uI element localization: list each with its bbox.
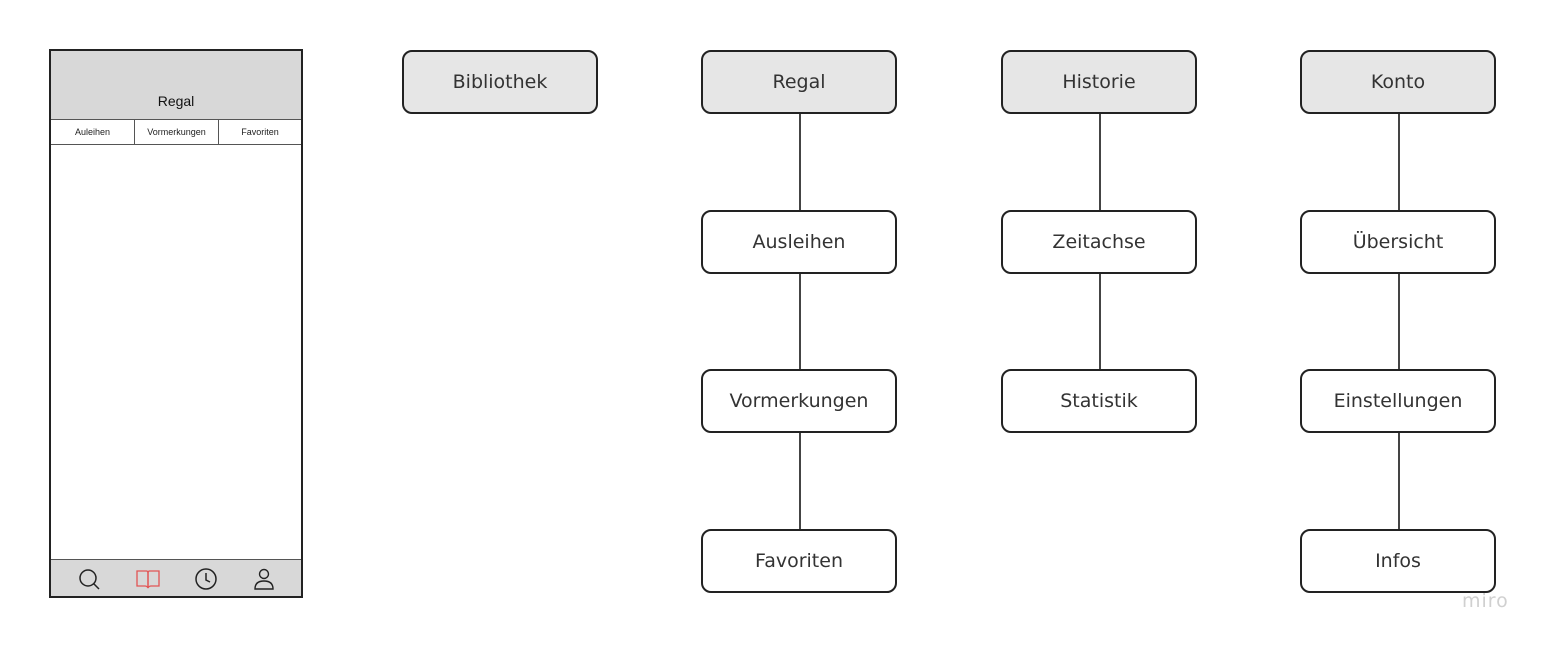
- phone-mockup: Regal Auleihen Vormerkungen Favoriten: [49, 49, 303, 598]
- phone-bottom-nav: [51, 559, 301, 596]
- node-zeitachse: Zeitachse: [1001, 210, 1197, 274]
- connector-line: [1398, 274, 1400, 370]
- phone-tab-bar: Auleihen Vormerkungen Favoriten: [51, 119, 301, 145]
- node-favoriten: Favoriten: [701, 529, 897, 593]
- tab-favoriten[interactable]: Favoriten: [241, 127, 279, 137]
- node-bibliothek: Bibliothek: [402, 50, 598, 114]
- connector-line: [1398, 433, 1400, 529]
- node-ausleihen: Ausleihen: [701, 210, 897, 274]
- phone-header: Regal: [51, 51, 301, 119]
- connector-line: [1099, 114, 1101, 210]
- clock-icon[interactable]: [193, 566, 219, 592]
- connector-line: [1398, 114, 1400, 210]
- node-konto: Konto: [1300, 50, 1496, 114]
- miro-watermark: miro: [1462, 590, 1509, 612]
- connector-line: [799, 114, 801, 210]
- search-icon[interactable]: [76, 566, 102, 592]
- tab-vormerkungen[interactable]: Vormerkungen: [135, 120, 219, 144]
- node-infos: Infos: [1300, 529, 1496, 593]
- node-uebersicht: Übersicht: [1300, 210, 1496, 274]
- connector-line: [799, 274, 801, 370]
- tab-auleihen[interactable]: Auleihen: [51, 120, 135, 144]
- user-icon[interactable]: [251, 566, 277, 592]
- book-icon[interactable]: [135, 566, 161, 592]
- connector-line: [1099, 274, 1101, 370]
- node-historie: Historie: [1001, 50, 1197, 114]
- phone-title: Regal: [157, 93, 195, 109]
- node-einstellungen: Einstellungen: [1300, 369, 1496, 433]
- node-regal: Regal: [701, 50, 897, 114]
- connector-line: [799, 433, 801, 529]
- node-vormerkungen: Vormerkungen: [701, 369, 897, 433]
- node-statistik: Statistik: [1001, 369, 1197, 433]
